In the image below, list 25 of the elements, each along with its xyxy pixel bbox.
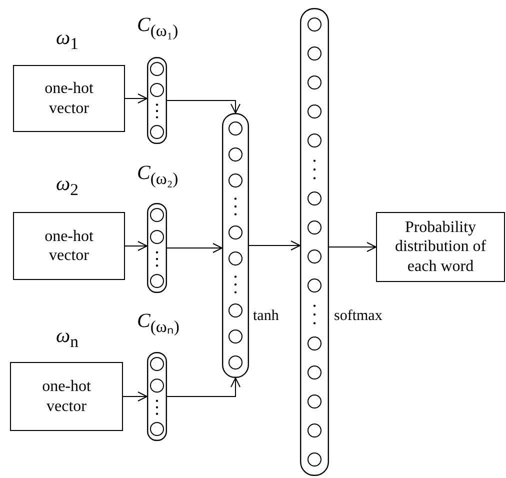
vector-label: C$_{(ω₁)}$: [137, 15, 178, 40]
layer-label: tanh: [253, 309, 279, 324]
vector-label: ω$_{1}$: [56, 28, 78, 53]
neuron-layer: [300, 8, 329, 476]
vector-label: C$_{(ω₂)}$: [137, 163, 178, 188]
process-box: one-hot vector: [13, 65, 125, 132]
neuron-layer: [147, 203, 167, 293]
arrow: [124, 241, 148, 251]
vector-label: ω$_{n}$: [56, 326, 78, 351]
arrow: [166, 100, 240, 114]
arrow: [328, 242, 376, 252]
neuron-layer: [147, 352, 167, 441]
arrow: [248, 240, 300, 250]
vector-label: C$_{(ωₙ)}$: [137, 311, 180, 336]
layer-label: softmax: [334, 309, 382, 324]
neuron-layer: [222, 113, 249, 378]
arrow: [166, 243, 222, 253]
vector-label: ω$_{2}$: [56, 174, 78, 199]
process-box: one-hot vector: [13, 212, 125, 280]
neuron-layer: [147, 57, 167, 144]
process-box: one-hot vector: [10, 362, 123, 431]
arrow: [124, 94, 148, 104]
arrow: [122, 392, 148, 402]
arrow: [166, 378, 240, 397]
process-box: Probability distribution of each word: [376, 212, 505, 282]
